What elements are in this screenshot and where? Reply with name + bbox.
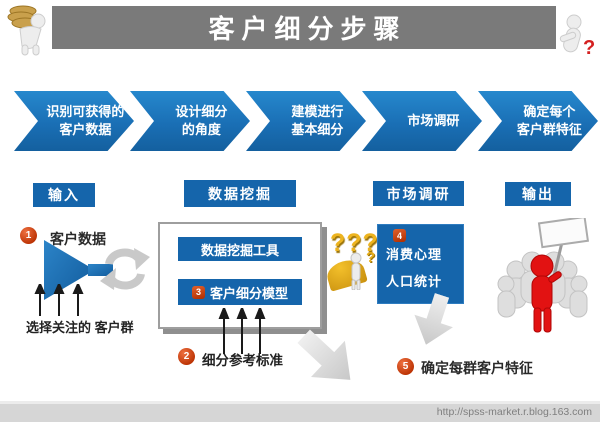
flow-step-1: 识别可获得的客户数据	[14, 91, 134, 151]
step-3-label: 客户细分模型	[209, 285, 288, 301]
flow-step-3: 建模进行基本细分	[246, 91, 366, 151]
svg-text:?: ?	[583, 37, 595, 58]
flow-step-5: 确定每个客户群特征	[478, 91, 598, 151]
flow-step-4: 市场调研	[362, 91, 482, 151]
research-box: 4 消费心理 人口统计	[377, 224, 464, 304]
step-1-label: 客户数据	[50, 231, 106, 247]
title-bar: 客户细分步骤	[52, 6, 556, 49]
flow-step-1-line2: 客户数据	[59, 122, 112, 137]
phase-label-mining: 数据挖掘	[184, 180, 296, 207]
funnel-caption: 选择关注的 客户群	[26, 320, 134, 335]
model-bar: 3 客户细分模型	[178, 279, 302, 305]
research-line2: 人口统计	[386, 274, 443, 289]
step-4-badge: 4	[393, 229, 406, 242]
step-2-badge: 2	[178, 348, 195, 365]
thinker-figure-icon: ?	[559, 14, 595, 58]
phase-label-output: 输出	[505, 182, 571, 206]
flow-step-5-line2: 客户群特征	[516, 122, 582, 137]
selection-arrows-icon	[34, 284, 84, 316]
reference-arrows-icon	[218, 308, 266, 354]
question-mark-small: ?	[366, 249, 376, 266]
flow-step-4-line1: 市场调研	[407, 113, 460, 129]
flow-step-5-line1: 确定每个	[523, 104, 576, 120]
confused-figure-icon	[350, 252, 362, 290]
step-5-label: 确定每群客户特征	[421, 360, 533, 376]
step-5-badge: 5	[397, 358, 414, 375]
flow-step-2-line1: 设计细分	[175, 104, 228, 120]
flow-step-2: 设计细分的角度	[130, 91, 250, 151]
phase-label-research: 市场调研	[373, 181, 464, 206]
research-line1: 消费心理	[386, 247, 443, 262]
mining-tool-bar: 数据挖掘工具	[178, 237, 302, 261]
step-3-badge: 3	[191, 285, 205, 299]
flow-step-3-line1: 建模进行	[291, 104, 344, 120]
footer-divider	[0, 401, 600, 404]
crowd-figure-icon	[497, 218, 590, 333]
flow-step-1-line1: 识别可获得的	[46, 104, 125, 120]
page-title: 客户细分步骤	[208, 14, 407, 44]
coin-carrier-figure-icon	[7, 5, 46, 56]
mining-box: 数据挖掘工具 3 客户细分模型	[158, 222, 322, 329]
flow-step-2-line2: 的角度	[181, 122, 221, 137]
flow-step-3-line2: 基本细分	[291, 122, 344, 137]
footer-url: http://spss-market.r.blog.163.com	[436, 406, 592, 418]
footer-bar	[0, 404, 600, 422]
recycle-icon	[100, 248, 150, 290]
step-2-label: 细分参考标准	[202, 353, 283, 368]
question-marks: ???	[330, 229, 379, 257]
step-1-badge: 1	[20, 227, 37, 244]
phase-label-input: 输入	[33, 183, 95, 207]
funnel-icon	[44, 240, 113, 300]
